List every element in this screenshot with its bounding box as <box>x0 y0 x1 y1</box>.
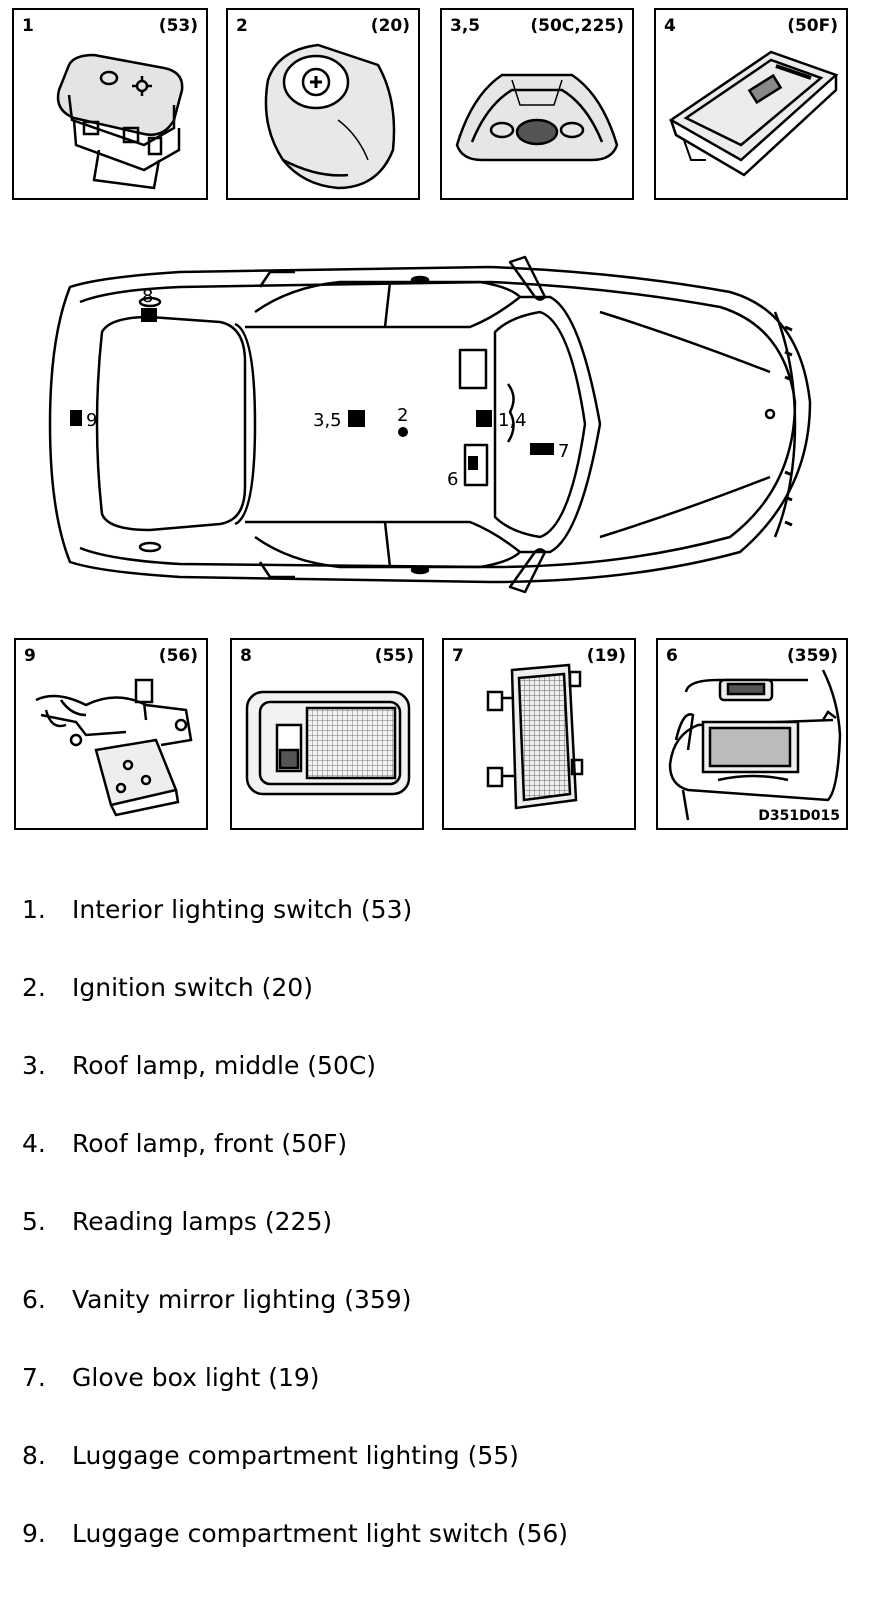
marker-14-label: 1,4 <box>498 410 527 431</box>
roof-lamp-front-icon <box>668 50 839 177</box>
legend-item: 9. Luggage compartment light switch (56) <box>22 1519 842 1597</box>
marker-9-label: 9 <box>86 410 97 431</box>
luggage-light-switch-icon <box>35 678 193 817</box>
panel-ignition-switch: 2 (20) <box>226 8 420 200</box>
panel-reference: (53) <box>158 16 198 36</box>
panel-reference: (19) <box>586 646 626 666</box>
legend-item: 1. Interior lighting switch (53) <box>22 895 842 973</box>
interior-lighting-switch-icon <box>56 53 184 190</box>
panel-number: 1 <box>22 16 34 36</box>
roof-lamp-middle-icon <box>455 73 619 162</box>
legend-item: 5. Reading lamps (225) <box>22 1207 842 1285</box>
luggage-lighting-icon <box>245 690 411 796</box>
panel-interior-lighting-switch: 1 (53) <box>12 8 208 200</box>
legend-number: 1. <box>22 895 46 924</box>
vanity-mirror-light-icon <box>668 669 842 821</box>
panel-reference: (50F) <box>787 16 838 36</box>
legend-item: 6. Vanity mirror lighting (359) <box>22 1285 842 1363</box>
panel-vanity-mirror-light: 6 (359) D351D015 <box>656 638 848 830</box>
panel-reference: (50C,225) <box>530 16 624 36</box>
legend-text: Interior lighting switch (53) <box>72 895 413 924</box>
panel-number: 7 <box>452 646 464 666</box>
panel-glove-box-light: 7 (19) <box>442 638 636 830</box>
legend-text: Roof lamp, middle (50C) <box>72 1051 377 1080</box>
panel-roof-lamp-middle: 3,5 (50C,225) <box>440 8 634 200</box>
marker-8-square <box>141 308 157 322</box>
legend-number: 2. <box>22 973 46 1002</box>
legend-item: 3. Roof lamp, middle (50C) <box>22 1051 842 1129</box>
marker-8-label: 8 <box>142 286 153 307</box>
panel-reference: (56) <box>158 646 198 666</box>
panel-reference: (55) <box>374 646 414 666</box>
marker-6-square <box>468 456 478 470</box>
legend-text: Roof lamp, front (50F) <box>72 1129 348 1158</box>
panel-luggage-light-switch: 9 (56) <box>14 638 208 830</box>
legend-text: Vanity mirror lighting (359) <box>72 1285 412 1314</box>
panel-number: 4 <box>664 16 676 36</box>
legend-text: Ignition switch (20) <box>72 973 313 1002</box>
windscreen <box>493 310 587 539</box>
legend-text: Glove box light (19) <box>72 1363 320 1392</box>
marker-9-square <box>70 410 82 426</box>
component-legend: 1. Interior lighting switch (53) 2. Igniti… <box>22 895 842 1597</box>
legend-number: 5. <box>22 1207 46 1236</box>
figure-code: D351D015 <box>758 808 840 824</box>
panel-roof-lamp-front: 4 (50F) <box>654 8 848 200</box>
marker-squares <box>70 308 554 470</box>
roof-outline <box>245 295 602 554</box>
ignition-switch-icon <box>264 43 396 190</box>
panel-number: 9 <box>24 646 36 666</box>
marker-6-label: 6 <box>447 469 458 490</box>
panel-number: 8 <box>240 646 252 666</box>
car-top-view: 8 9 3,5 2 1,4 7 6 <box>48 255 812 594</box>
panel-reference: (20) <box>370 16 410 36</box>
legend-number: 3. <box>22 1051 46 1080</box>
marker-35-label: 3,5 <box>313 410 342 431</box>
glove-box-light-icon <box>486 663 584 810</box>
marker-2-label: 2 <box>397 405 408 426</box>
legend-number: 7. <box>22 1363 46 1392</box>
legend-text: Luggage compartment lighting (55) <box>72 1441 519 1470</box>
legend-number: 6. <box>22 1285 46 1314</box>
legend-text: Luggage compartment light switch (56) <box>72 1519 569 1548</box>
rear-window <box>95 315 247 532</box>
marker-35-square <box>348 410 365 427</box>
panel-number: 3,5 <box>450 16 481 36</box>
legend-number: 4. <box>22 1129 46 1158</box>
legend-number: 9. <box>22 1519 46 1548</box>
car-body-outline <box>48 265 812 584</box>
marker-2-dot <box>398 427 408 437</box>
legend-item: 4. Roof lamp, front (50F) <box>22 1129 842 1207</box>
legend-item: 2. Ignition switch (20) <box>22 973 842 1051</box>
panel-luggage-lighting: 8 (55) <box>230 638 424 830</box>
legend-item: 8. Luggage compartment lighting (55) <box>22 1441 842 1519</box>
marker-14-square <box>476 410 492 427</box>
panel-number: 2 <box>236 16 248 36</box>
panel-reference: (359) <box>786 646 838 666</box>
legend-number: 8. <box>22 1441 46 1470</box>
marker-7-square <box>530 443 554 455</box>
legend-text: Reading lamps (225) <box>72 1207 333 1236</box>
marker-7-label: 7 <box>558 441 569 462</box>
panel-number: 6 <box>666 646 678 666</box>
legend-item: 7. Glove box light (19) <box>22 1363 842 1441</box>
